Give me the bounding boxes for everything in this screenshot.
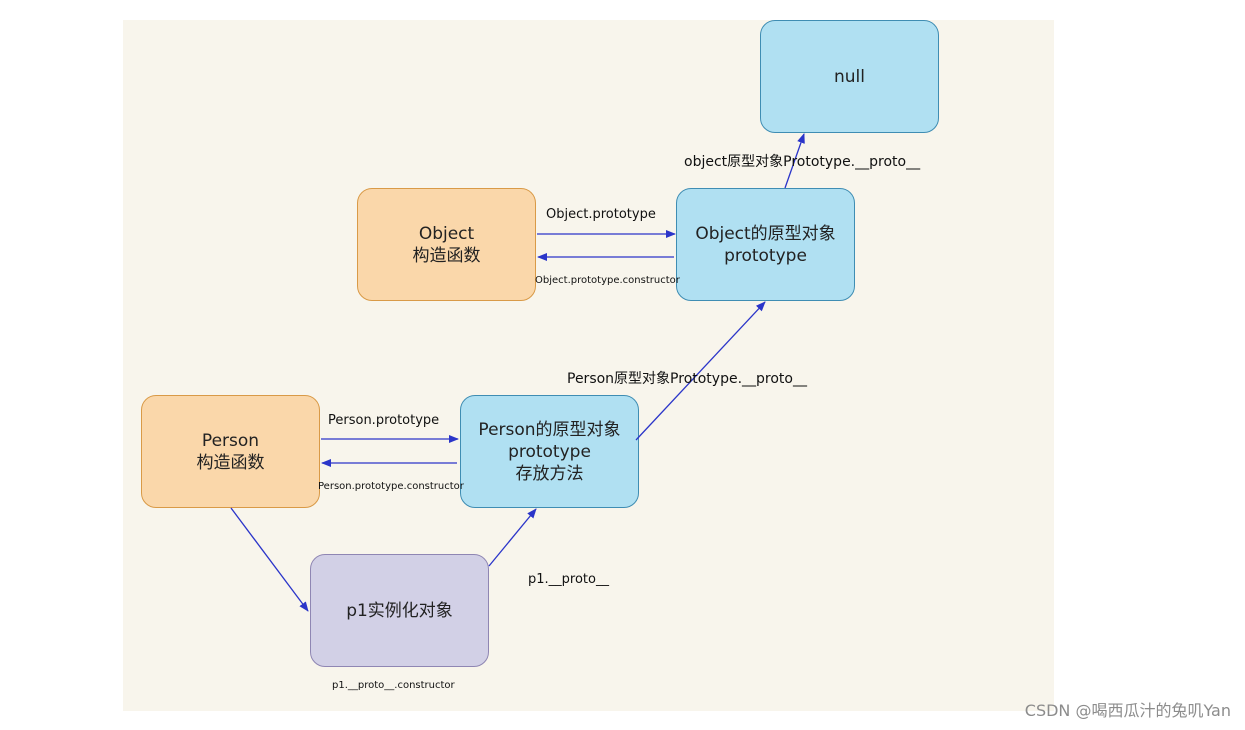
object-constructor-subtitle: 构造函数 [412,245,481,266]
person-constructor-subtitle: 构造函数 [196,452,265,473]
null-node-label: null [834,66,865,87]
object-prototype-title: Object的原型对象 [695,223,836,244]
label-person-proto-to-object-proto: Person原型对象Prototype.__proto__ [567,371,807,387]
person-prototype-node: Person的原型对象 prototype 存放方法 [460,395,639,508]
label-object-proto-to-null: object原型对象Prototype.__proto__ [684,154,921,170]
label-p1-proto: p1.__proto__ [528,572,609,587]
label-object-prototype: Object.prototype [546,207,656,222]
person-prototype-subtitle: prototype [508,441,591,462]
object-prototype-subtitle: prototype [724,245,807,266]
label-object-constructor: Object.prototype.constructor [535,275,680,286]
person-prototype-note: 存放方法 [515,463,584,484]
person-constructor-title: Person [201,430,260,451]
object-constructor-node: Object 构造函数 [357,188,536,301]
csdn-watermark: CSDN @喝西瓜汁的兔叽Yan [1024,701,1231,720]
label-person-prototype: Person.prototype [328,413,440,428]
p1-instance-node: p1实例化对象 [310,554,489,667]
null-node: null [760,20,939,133]
person-constructor-node: Person 构造函数 [141,395,320,508]
object-constructor-title: Object [418,223,475,244]
p1-instance-label: p1实例化对象 [346,600,453,621]
person-prototype-title: Person的原型对象 [478,419,621,440]
object-prototype-node: Object的原型对象 prototype [676,188,855,301]
label-person-constructor: Person.prototype.constructor [318,481,464,492]
label-p1-proto-constructor: p1.__proto__.constructor [332,680,455,691]
